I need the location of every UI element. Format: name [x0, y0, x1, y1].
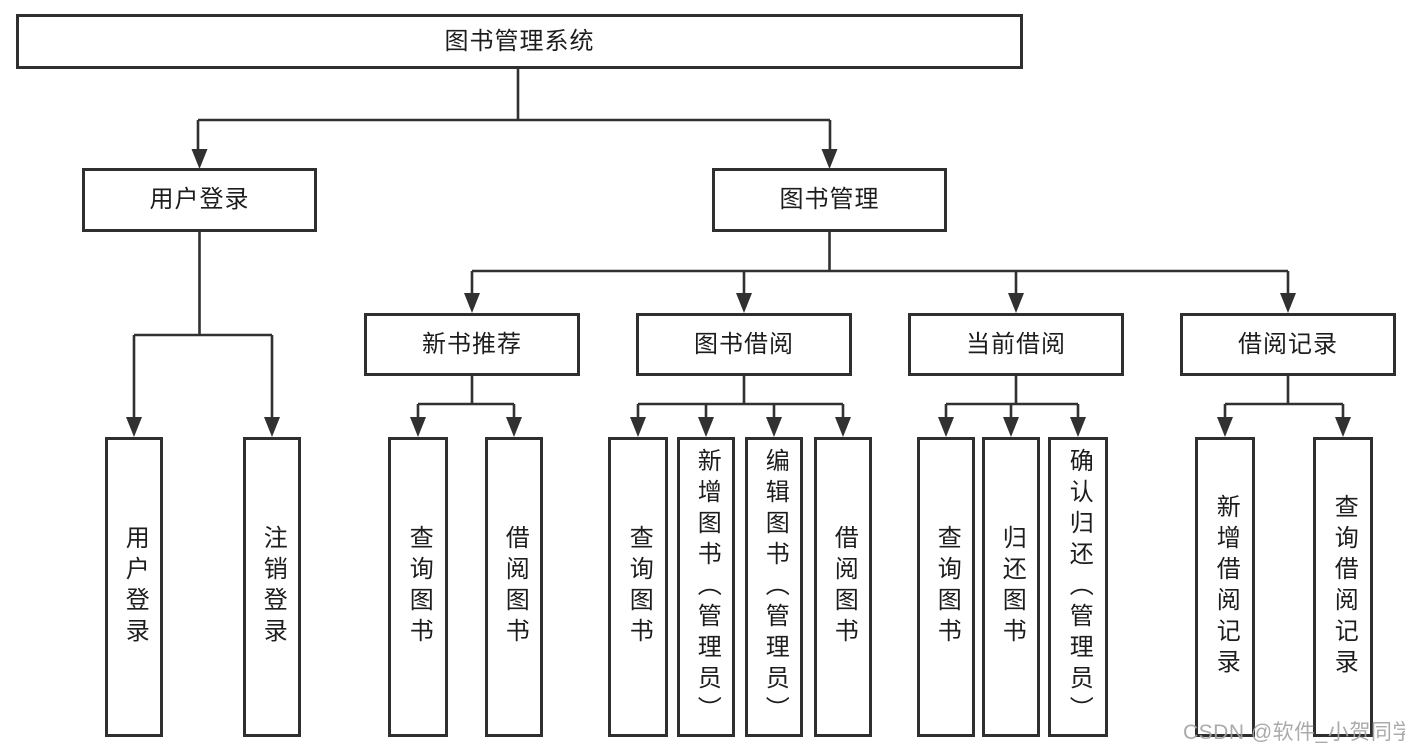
arrow-down-icon	[835, 417, 851, 437]
node-borrow-records: 借阅记录	[1180, 313, 1396, 376]
node-label: 确认归还（管理员）	[1065, 447, 1093, 727]
node-label: 借阅图书	[830, 525, 858, 649]
leaf-query-books-borrow: 查询图书	[608, 437, 668, 737]
leaf-return-book: 归还图书	[982, 437, 1040, 737]
leaf-add-book-admin: 新增图书（管理员）	[677, 437, 735, 737]
node-label: 归还图书	[998, 525, 1026, 649]
arrow-down-icon	[1008, 293, 1024, 313]
arrow-down-icon	[126, 417, 142, 437]
node-new-book-recommend: 新书推荐	[364, 313, 580, 376]
node-label: 用户登录	[121, 525, 149, 649]
node-label: 编辑图书（管理员）	[761, 447, 789, 727]
node-label: 查询图书	[933, 525, 961, 649]
node-label: 借阅记录	[1238, 330, 1338, 358]
arrow-down-icon	[191, 149, 208, 169]
arrow-down-icon	[1070, 417, 1086, 437]
leaf-query-books-current: 查询图书	[917, 437, 975, 737]
node-label: 当前借阅	[966, 330, 1066, 358]
node-user-login: 用户登录	[82, 168, 317, 232]
csdn-watermark: CSDN @软件_小贺同学	[1183, 721, 1405, 744]
arrow-down-icon	[766, 417, 782, 437]
node-label: 新增图书（管理员）	[693, 447, 721, 727]
arrow-down-icon	[1335, 417, 1351, 437]
node-label: 用户登录	[149, 186, 250, 213]
leaf-logout: 注销登录	[243, 437, 301, 737]
node-label: 查询图书	[625, 525, 653, 649]
node-label: 注销登录	[259, 525, 287, 649]
arrow-down-icon	[1003, 417, 1019, 437]
node-library-system: 图书管理系统	[16, 14, 1023, 69]
arrow-down-icon	[938, 417, 954, 437]
node-label: 图书管理系统	[444, 27, 595, 55]
leaf-confirm-return-admin: 确认归还（管理员）	[1048, 437, 1108, 737]
arrow-down-icon	[630, 417, 646, 437]
node-book-borrow: 图书借阅	[636, 313, 852, 376]
arrow-down-icon	[410, 417, 426, 437]
node-label: 图书借阅	[694, 330, 794, 358]
arrow-down-icon	[698, 417, 714, 437]
node-label: 新增借阅记录	[1212, 494, 1240, 680]
arrow-down-icon	[1280, 293, 1296, 313]
leaf-query-borrow-record: 查询借阅记录	[1313, 437, 1373, 737]
leaf-add-borrow-record: 新增借阅记录	[1195, 437, 1255, 737]
leaf-borrow-books-recommend: 借阅图书	[485, 437, 543, 737]
leaf-query-books-recommend: 查询图书	[388, 437, 448, 737]
node-label: 查询借阅记录	[1330, 494, 1358, 680]
leaf-edit-book-admin: 编辑图书（管理员）	[745, 437, 803, 737]
arrow-down-icon	[821, 149, 838, 169]
leaf-borrow-books: 借阅图书	[814, 437, 872, 737]
arrow-down-icon	[464, 293, 480, 313]
node-label: 借阅图书	[501, 525, 529, 649]
arrow-down-icon	[736, 293, 752, 313]
leaf-user-login: 用户登录	[105, 437, 163, 737]
arrow-down-icon	[506, 417, 522, 437]
node-label: 图书管理	[779, 186, 880, 213]
node-book-management: 图书管理	[712, 168, 947, 232]
node-current-borrow: 当前借阅	[908, 313, 1124, 376]
arrow-down-icon	[1217, 417, 1233, 437]
node-label: 新书推荐	[422, 330, 522, 358]
arrow-down-icon	[264, 417, 280, 437]
node-label: 查询图书	[405, 525, 433, 649]
